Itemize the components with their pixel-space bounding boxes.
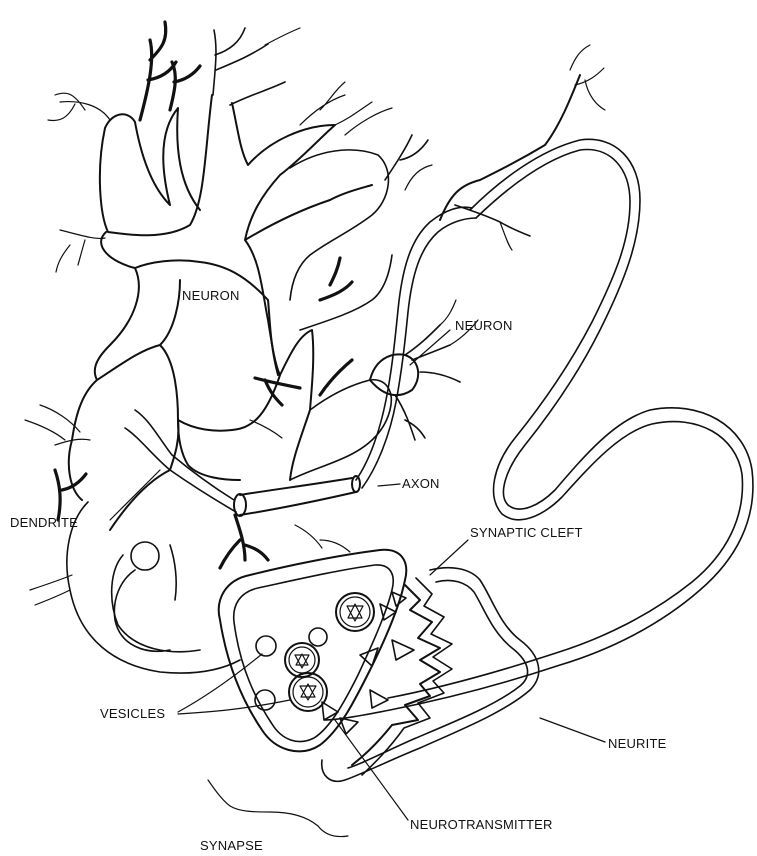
empty-vesicle-3	[309, 628, 327, 646]
process-outline-upper-right	[290, 150, 392, 480]
label-neurotransmitter: NEUROTRANSMITTER	[410, 817, 553, 832]
axon-leader	[378, 484, 400, 486]
axon-tube-top	[240, 478, 352, 495]
label-axon: AXON	[402, 476, 440, 491]
postsynaptic-membrane-2	[362, 578, 452, 775]
label-neurite: NEURITE	[608, 736, 667, 751]
label-synapse: SYNAPSE	[200, 838, 263, 853]
process-outline-left	[67, 502, 240, 673]
label-neuron-main: NEURON	[182, 288, 240, 303]
vesicle-2	[336, 593, 374, 631]
presynaptic-terminal-outer	[219, 550, 407, 752]
neurotransmitter-leader	[335, 720, 408, 820]
label-synaptic-cleft: SYNAPTIC CLEFT	[470, 525, 583, 540]
vesicle-3	[289, 673, 327, 711]
dendrite-leader	[110, 470, 160, 520]
connecting-tube-b	[362, 218, 476, 488]
synapse-bracket	[208, 780, 348, 837]
vesicle-1	[285, 643, 319, 677]
postsynaptic-neurite-shell	[322, 568, 539, 782]
label-vesicles: VESICLES	[100, 706, 165, 721]
small-neuron-soma	[370, 354, 418, 395]
presynaptic-lobe-left	[114, 545, 176, 651]
axon-end-right	[352, 476, 360, 492]
label-dendrite: DENDRITE	[10, 515, 78, 530]
axon-tube-bottom	[240, 492, 356, 515]
empty-vesicle-1	[256, 636, 276, 656]
label-neuron-small: NEURON	[455, 318, 513, 333]
neurite-leader	[540, 718, 605, 742]
left-small-circle	[131, 542, 159, 570]
